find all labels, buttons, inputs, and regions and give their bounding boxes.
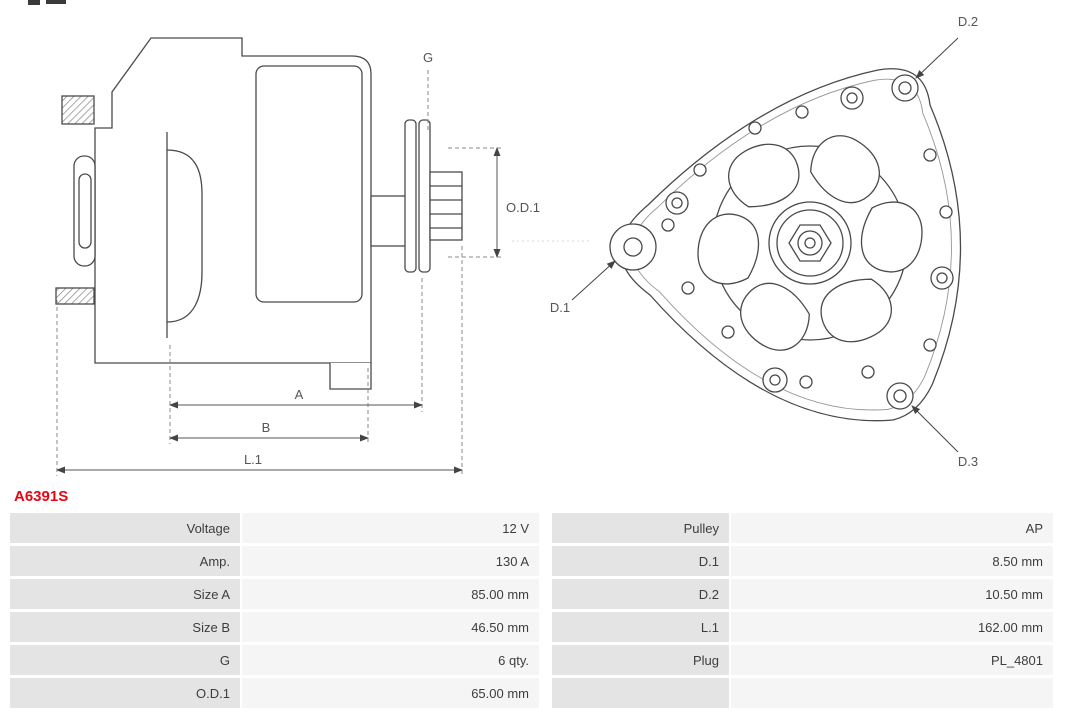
side-view (55, 37, 463, 390)
alternator-drawing: G O.D.1 A B L.1 (28, 0, 978, 476)
vent-hole (860, 201, 923, 273)
spec-value-cell: 6 qty. (242, 645, 539, 675)
callout-arrow-d3 (911, 405, 959, 453)
front-housing (255, 65, 363, 303)
spec-table: Voltage 12 V Pulley AP Amp. 130 A D.1 8.… (10, 513, 1070, 708)
spec-label-cell: L.1 (552, 612, 729, 642)
logo-fragment (28, 0, 66, 5)
rear-boss-inner (78, 173, 92, 249)
spec-value-cell: PL_4801 (731, 645, 1053, 675)
callout-label-d3: D.3 (958, 454, 978, 469)
bolt-hole-inner (936, 272, 948, 284)
alternator-body (94, 37, 372, 364)
small-hole (795, 105, 809, 119)
vent-hole (728, 143, 800, 208)
table-gap (541, 612, 550, 642)
small-hole (748, 121, 762, 135)
vent-hole (820, 278, 892, 343)
vent-holes (697, 135, 923, 351)
small-holes (661, 105, 953, 389)
small-hole (861, 365, 875, 379)
shaft-hub (370, 195, 408, 247)
pulley-front (768, 201, 852, 285)
pulley-hub (429, 171, 463, 241)
table-gap (541, 513, 550, 543)
pulley-flange-rear (404, 119, 417, 273)
vent-hole (810, 135, 880, 204)
small-hole (799, 375, 813, 389)
shaft-center (804, 237, 816, 249)
bolt-hole-inner (769, 374, 781, 386)
bolt-hole-d2-inner (898, 81, 912, 95)
spec-label-cell: Size B (10, 612, 240, 642)
spec-label-cell: O.D.1 (10, 678, 240, 708)
spec-label-cell: Pulley (552, 513, 729, 543)
part-number: A6391S (14, 488, 69, 505)
front-view-callouts: D.2 D.1 D.3 (550, 14, 978, 469)
bolt-hole-inner (671, 197, 683, 209)
spec-label-cell: D.2 (552, 579, 729, 609)
dim-label-od1: O.D.1 (506, 200, 540, 215)
bolt-hole-inner (846, 92, 858, 104)
side-view-dimensions: G O.D.1 A B L.1 (56, 50, 540, 476)
small-hole (693, 163, 707, 177)
bolt-hole-d1-inner (623, 237, 643, 257)
spec-value-cell: 8.50 mm (731, 546, 1053, 576)
spec-label-cell: Plug (552, 645, 729, 675)
table-gap (541, 579, 550, 609)
callout-arrow-d1 (571, 260, 616, 301)
spec-label-cell: Voltage (10, 513, 240, 543)
spec-value-cell (731, 678, 1053, 708)
spec-label-cell: D.1 (552, 546, 729, 576)
spec-value-cell: 130 A (242, 546, 539, 576)
callout-label-d1: D.1 (550, 300, 570, 315)
dim-label-b: B (262, 420, 271, 435)
spec-value-cell: 10.50 mm (731, 579, 1053, 609)
small-hole (661, 218, 675, 232)
spec-value-cell: 65.00 mm (242, 678, 539, 708)
spec-value-cell: 162.00 mm (731, 612, 1053, 642)
dim-label-g: G (423, 50, 433, 65)
vent-hole (740, 282, 810, 351)
spec-label-cell: Amp. (10, 546, 240, 576)
callout-label-d2: D.2 (958, 14, 978, 29)
dim-label-l1: L.1 (244, 452, 262, 467)
spec-label-cell: G (10, 645, 240, 675)
bolt-hole-d3-inner (893, 389, 907, 403)
stud-bolt-top (61, 95, 95, 125)
spec-value-cell: AP (731, 513, 1053, 543)
small-hole (721, 325, 735, 339)
housing-inner-contour (631, 78, 952, 411)
bolt-holes (609, 74, 954, 410)
dim-label-a: A (295, 387, 304, 402)
front-view (609, 68, 962, 422)
small-hole (923, 338, 937, 352)
spec-value-cell: 85.00 mm (242, 579, 539, 609)
small-hole (681, 281, 695, 295)
spec-label-cell: Size A (10, 579, 240, 609)
spec-value-cell: 46.50 mm (242, 612, 539, 642)
small-hole (939, 205, 953, 219)
small-hole (923, 148, 937, 162)
table-gap (541, 678, 550, 708)
mounting-foot (329, 363, 372, 390)
spec-value-cell: 12 V (242, 513, 539, 543)
technical-drawing-area: G O.D.1 A B L.1 (28, 0, 978, 476)
vent-hole (697, 213, 760, 285)
table-gap (541, 645, 550, 675)
pulley-flange-front (418, 119, 431, 273)
spec-label-cell (552, 678, 729, 708)
callout-arrow-d2 (915, 37, 959, 79)
stud-bolt-bottom (55, 287, 95, 305)
rotor-profile (166, 149, 203, 323)
table-gap (541, 546, 550, 576)
